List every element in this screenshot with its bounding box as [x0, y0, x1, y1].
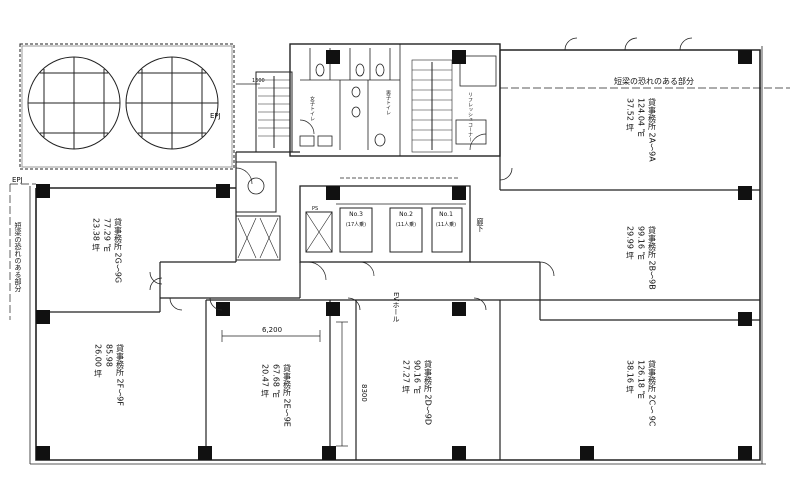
stair-left [258, 76, 290, 148]
circular-unit-left [27, 56, 121, 150]
unit-name: 貸事務所 2G〜9G [114, 217, 123, 283]
elevator-car-3 [339, 207, 373, 253]
shaft-ps [305, 211, 333, 253]
elevator-capacity: (17人乗) [346, 221, 366, 228]
unit-label-2A: 貸事務所 2A〜9A 124.04 ㎡ 37.52 坪 [626, 97, 657, 162]
unit-area-tsubo: 23.38 坪 [92, 218, 101, 252]
outer-walls [29, 46, 766, 465]
unit-area-m2: 77.29 ㎡ [103, 218, 112, 252]
toilet-cubicles [299, 44, 497, 156]
unit-area-m2: 126.18 ㎡ [637, 360, 646, 399]
corridor-label: 廊下 [476, 217, 484, 233]
unit-area-tsubo: 26.00 坪 [94, 344, 103, 378]
elevator-number: No.1 [439, 211, 453, 218]
dimension-8300: 8300 [360, 384, 368, 402]
unit-label-2F: 貸事務所 2F〜9F 85.98 26.00 坪 [94, 343, 125, 406]
elevator-number: No.2 [399, 211, 413, 218]
unit-area-tsubo: 37.52 坪 [626, 98, 635, 132]
door-swings [235, 119, 487, 185]
elevator-car-2 [389, 207, 423, 253]
unit-label-2D: 貸事務所 2D〜9D 90.16 ㎡ 27.27 坪 [402, 359, 433, 425]
unit-area-m2: 99.16 ㎡ [637, 226, 646, 260]
unit-label-2G: 貸事務所 2G〜9G 77.29 ㎡ 23.38 坪 [92, 217, 123, 283]
unit-area-tsubo: 38.16 坪 [626, 360, 635, 394]
epj-left-label: EPJ [12, 176, 23, 184]
unit-name: 貸事務所 2E〜9E [283, 363, 292, 427]
elevator-bank [299, 177, 471, 281]
ps-label: PS [312, 206, 318, 212]
outdoor-unit-area [19, 43, 235, 170]
ev-hall-label: EVホール [392, 292, 400, 322]
unit-area-tsubo: 27.27 坪 [402, 360, 411, 394]
dimension-top: 1300 [252, 78, 265, 84]
elevator-capacity: (11人乗) [396, 221, 416, 228]
toilet-women-label: 女子トイレ [309, 95, 315, 121]
elevator-car-1 [431, 207, 463, 253]
circular-unit-right [125, 56, 219, 150]
unit-area-m2: 90.16 ㎡ [413, 360, 422, 394]
structural-columns [36, 50, 752, 460]
stair-right [411, 59, 453, 153]
shaft-lower [235, 215, 281, 261]
elevator-labels: No.1 (11人乗) No.2 (11人乗) No.3 (17人乗) [346, 211, 456, 228]
elevator-number: No.3 [349, 211, 363, 218]
refresh-corner-label: リフレッシュコーナー [467, 92, 473, 142]
window-door-arcs [149, 37, 693, 311]
unit-area-tsubo: 29.99 坪 [626, 226, 635, 260]
unit-name: 貸事務所 2C〜 9C [648, 359, 657, 427]
beam-note-left: 短梁の恐れのある部分 [14, 221, 22, 293]
dimension-6200: 6,200 [262, 326, 282, 334]
unit-area-m2: 67.68 ㎡ [272, 364, 281, 398]
unit-label-2E: 貸事務所 2E〜9E 67.68 ㎡ 20.47 坪 [261, 363, 292, 427]
unit-label-2B: 貸事務所 2B〜9B 99.16 ㎡ 29.99 坪 [626, 225, 657, 290]
unit-label-2C: 貸事務所 2C〜 9C 126.18 ㎡ 38.16 坪 [626, 359, 657, 427]
elevator-capacity: (11人乗) [436, 221, 456, 228]
unit-name: 貸事務所 2D〜9D [424, 359, 433, 425]
epj-right-label: EPJ [210, 112, 221, 120]
unit-area-tsubo: 20.47 坪 [261, 364, 270, 398]
unit-name: 貸事務所 2F〜9F [116, 343, 125, 406]
unit-name: 貸事務所 2B〜9B [648, 225, 657, 290]
dimension-lines [9, 83, 790, 447]
unit-area-m2: 124.04 ㎡ [637, 98, 646, 137]
beam-note-right: 短梁の恐れのある部分 [614, 76, 694, 86]
unit-area-m2: 85.98 [105, 344, 114, 367]
unit-name: 貸事務所 2A〜9A [648, 97, 657, 162]
service-core [235, 43, 501, 261]
toilet-men-label: 男子トイレ [385, 90, 391, 115]
shaft-upper [235, 161, 277, 213]
